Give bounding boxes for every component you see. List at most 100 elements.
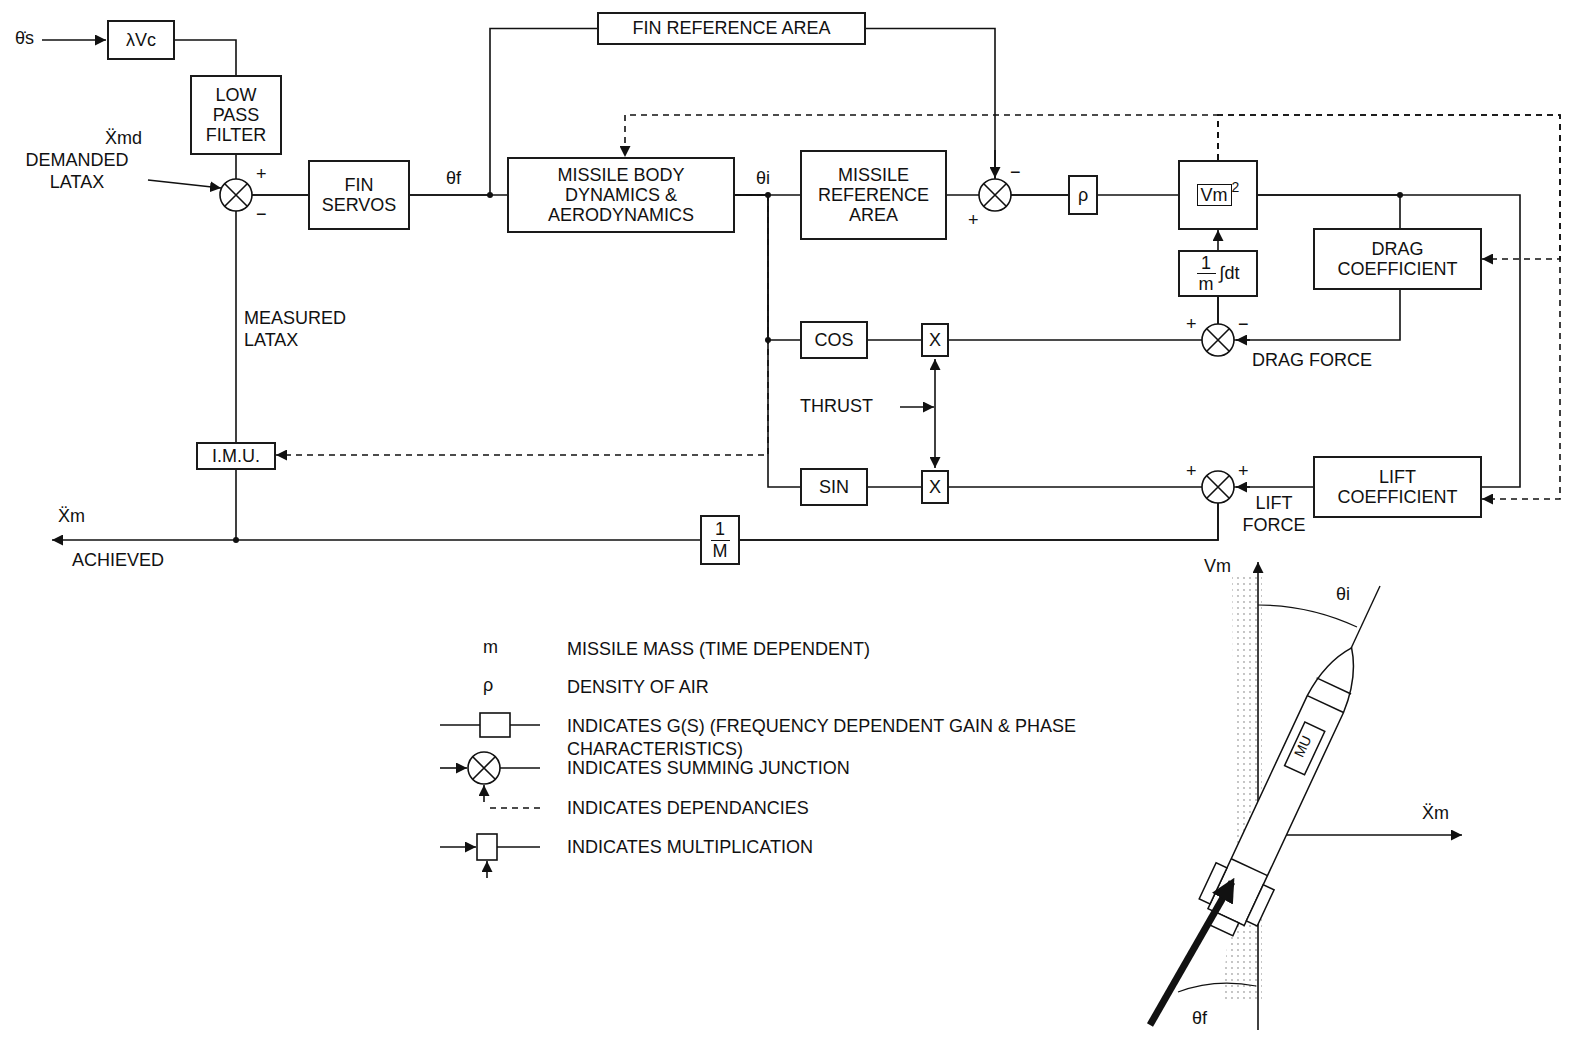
legend-text: INDICATES MULTIPLICATION (567, 837, 813, 857)
signal-line (1218, 290, 1400, 340)
input-arrow (1236, 339, 1250, 341)
drawing-stroke (477, 834, 497, 860)
diagram-label: + (256, 164, 267, 186)
latax-arrow (1265, 834, 1462, 836)
diagram-label: DEMANDED LATAX (6, 150, 148, 193)
block-text: Vm (1197, 184, 1232, 206)
transfer-block: LIFT COEFFICIENT (1313, 456, 1482, 518)
transfer-block: 1m∫dt (1178, 250, 1258, 297)
drawing-stroke (1202, 324, 1234, 356)
legend-text: INDICATES G(S) (FREQUENCY DEPENDENT GAIN… (567, 716, 1076, 759)
velocity-vector (1257, 562, 1259, 1030)
diagram-label: − (256, 204, 267, 226)
drawing-stroke (1207, 476, 1229, 498)
drawing-stroke (1207, 329, 1229, 351)
drawing-stroke (480, 713, 510, 737)
block-text: FIN REFERENCE AREA (632, 18, 830, 38)
fin (1246, 885, 1274, 926)
signal-line (175, 40, 236, 75)
diagram-label: Ẍmd (105, 128, 142, 150)
block-text: M (711, 540, 730, 561)
exhaust-plume (1222, 575, 1262, 1000)
transfer-block: MISSILE BODY DYNAMICS & AERODYNAMICS (507, 157, 735, 233)
thrust-arrow (934, 407, 936, 468)
diagram-label: Ẍm (1422, 803, 1449, 825)
transfer-block: FIN SERVOS (308, 160, 410, 230)
transfer-block: ρ (1068, 175, 1098, 215)
signal-line (868, 486, 921, 488)
summing-junction (1202, 471, 1234, 503)
block-text: SIN (819, 477, 849, 497)
transfer-block: 1M (700, 515, 740, 565)
drawing-stroke (220, 179, 252, 211)
diagram-label: θf (446, 168, 461, 190)
signal-line (1258, 195, 1400, 228)
diagram-label: m (483, 637, 498, 659)
diagram-label: THRUST (800, 396, 873, 418)
diagram-label: ρ (483, 675, 493, 697)
block-text: X (929, 477, 941, 497)
signal-line (1098, 194, 1178, 196)
body-band (1317, 678, 1351, 694)
angle-arc (1258, 605, 1357, 627)
drawing-stroke (473, 757, 495, 779)
transfer-block: X (921, 323, 949, 357)
diagram-label: ACHIEVED (72, 550, 164, 572)
transfer-block: X (921, 470, 949, 504)
diagram-label: DRAG FORCE (1252, 350, 1372, 372)
diagram-label: θf (1192, 1008, 1207, 1030)
signal-line (236, 470, 700, 540)
diagram-label: MEASURED LATAX (244, 308, 364, 351)
transfer-block: Vm2 (1178, 160, 1258, 230)
block-text: ∫dt (1220, 263, 1240, 283)
legend-row: INDICATES G(S) (FREQUENCY DEPENDENT GAIN… (567, 715, 1222, 760)
diagram-label: LIFT FORCE (1236, 493, 1312, 536)
drawing-stroke (440, 846, 476, 848)
dependency-line (1218, 115, 1560, 499)
transfer-block: LOW PASS FILTER (190, 75, 282, 155)
transfer-block: COS (800, 321, 868, 359)
body-band (1307, 696, 1343, 713)
transfer-block: DRAG COEFFICIENT (1313, 228, 1482, 290)
block-text: MISSILE BODY DYNAMICS & AERODYNAMICS (512, 165, 730, 225)
drawing-stroke (440, 767, 467, 769)
output-wire (52, 539, 236, 541)
diagram-label: + (968, 210, 979, 232)
block-text: DRAG COEFFICIENT (1318, 239, 1477, 279)
drawing-stroke (468, 752, 500, 784)
block-text: m (1197, 273, 1216, 294)
drawing-stroke (979, 179, 1011, 211)
thrust-arrow (934, 359, 936, 407)
diagram-label: Vm (1204, 556, 1231, 578)
transfer-block: FIN REFERENCE AREA (597, 12, 866, 45)
transfer-block: MISSILE REFERENCE AREA (800, 150, 947, 240)
block-text: 2 (1232, 179, 1240, 195)
body-band (1231, 859, 1267, 876)
drawing-stroke (500, 767, 540, 769)
block-text: MISSILE REFERENCE AREA (805, 165, 942, 225)
fraction: 1M (711, 519, 730, 560)
legend-row: MISSILE MASS (TIME DEPENDENT) (567, 638, 870, 661)
legend-samples (440, 713, 540, 878)
legend-row: INDICATES MULTIPLICATION (567, 836, 813, 859)
signal-line (735, 195, 800, 487)
drawing-stroke (42, 40, 1250, 540)
legend-text: INDICATES DEPENDANCIES (567, 798, 809, 818)
block-text: ρ (1078, 185, 1088, 205)
legend-text: DENSITY OF AIR (567, 677, 709, 697)
diagram-label: Ẍm (58, 506, 85, 528)
block-text: 1 (1201, 253, 1211, 273)
branch-dot (1397, 192, 1403, 198)
missile-illustration (1150, 562, 1462, 1030)
block-text: LOW PASS FILTER (195, 85, 277, 145)
block-text: COS (814, 330, 853, 350)
angle-arc (1178, 983, 1256, 992)
input-arrow (1236, 486, 1250, 488)
thrust-arrow (900, 406, 934, 408)
diagram-label: − (1010, 162, 1021, 184)
drawing-stroke (490, 807, 540, 809)
legend-row: INDICATES SUMMING JUNCTION (567, 757, 850, 780)
